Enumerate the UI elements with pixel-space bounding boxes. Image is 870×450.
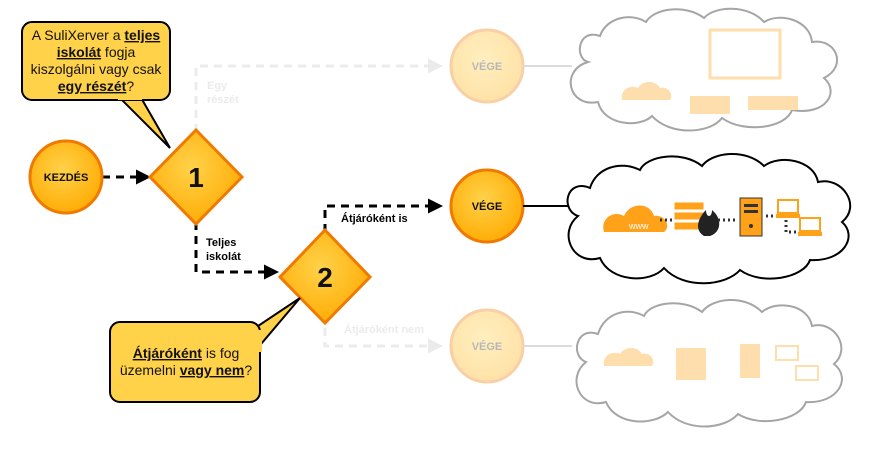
server-rack-icon <box>708 28 782 80</box>
callout-1-line-3: kiszolgálni vagy csak <box>31 61 163 77</box>
edge-label-full-2: iskolát <box>206 251 241 263</box>
firewall-icon <box>676 348 706 380</box>
internet-icon: www <box>603 205 668 232</box>
end-node-top-label: VÉGE <box>472 60 503 73</box>
switch-icon <box>748 96 798 110</box>
callout-1: A SuliXerver a teljes iskolát fogja kisz… <box>21 21 171 149</box>
callout-2-line-1: Átjáróként is fog <box>133 345 240 361</box>
start-node-label: KEZDÉS <box>44 171 89 184</box>
edge-part-line <box>194 58 443 132</box>
decision-1-label: 1 <box>188 162 204 193</box>
link-dots-4 <box>784 220 798 234</box>
decision-2 <box>277 227 373 326</box>
callout-1-line-2: iskolát fogja <box>57 44 136 60</box>
client-pc-icon <box>798 217 822 236</box>
server-icon <box>739 197 763 237</box>
callout-2-line-2: üzemelni vagy nem? <box>120 362 253 378</box>
client-pc-icon <box>776 199 800 218</box>
faded-cloud-icons-bottom <box>603 344 819 381</box>
edge-full-line <box>194 222 279 280</box>
callout-1-pointer <box>115 95 171 149</box>
network-cloud-top <box>569 7 839 132</box>
faded-bottom-branch: Átjáróként nem VÉGE <box>323 298 843 428</box>
decision-2-label: 2 <box>317 262 333 293</box>
callout-1-box <box>21 21 171 101</box>
end-node-mid-label: VÉGE <box>472 200 503 213</box>
callout-2: Átjáróként is fog üzemelni vagy nem? <box>109 297 301 403</box>
edge-label-part-1: Egy <box>207 80 228 92</box>
callout-1-line-1: A SuliXerver a teljes <box>32 27 161 43</box>
end-node-top <box>449 28 525 104</box>
client-pc-icon <box>795 365 819 381</box>
end-node-bottom-label: VÉGE <box>472 340 503 353</box>
callout-2-box <box>109 321 261 403</box>
decision-1 <box>147 127 245 227</box>
end-node-bottom <box>449 308 525 384</box>
firewall-icon <box>673 201 720 236</box>
faded-cloud-icons-top <box>621 28 798 114</box>
network-cloud-bottom <box>575 298 843 428</box>
server-icon <box>740 344 760 378</box>
start-node <box>28 139 104 215</box>
edge-gateway-yes-line <box>323 198 443 232</box>
callout-1-line-4: egy részét? <box>58 78 134 94</box>
edge-label-gateway-no: Átjáróként nem <box>344 323 424 336</box>
edge-label-full-1: Teljes <box>206 237 236 249</box>
faded-top-branch: Egy részét VÉGE <box>194 7 839 132</box>
internet-icon-label: www <box>628 221 649 231</box>
edge-label-gateway-yes: Átjáróként is <box>341 212 408 225</box>
edge-label-part-2: részét <box>207 94 239 106</box>
client-pc-icon <box>775 345 799 361</box>
firewall-icon <box>690 96 730 114</box>
